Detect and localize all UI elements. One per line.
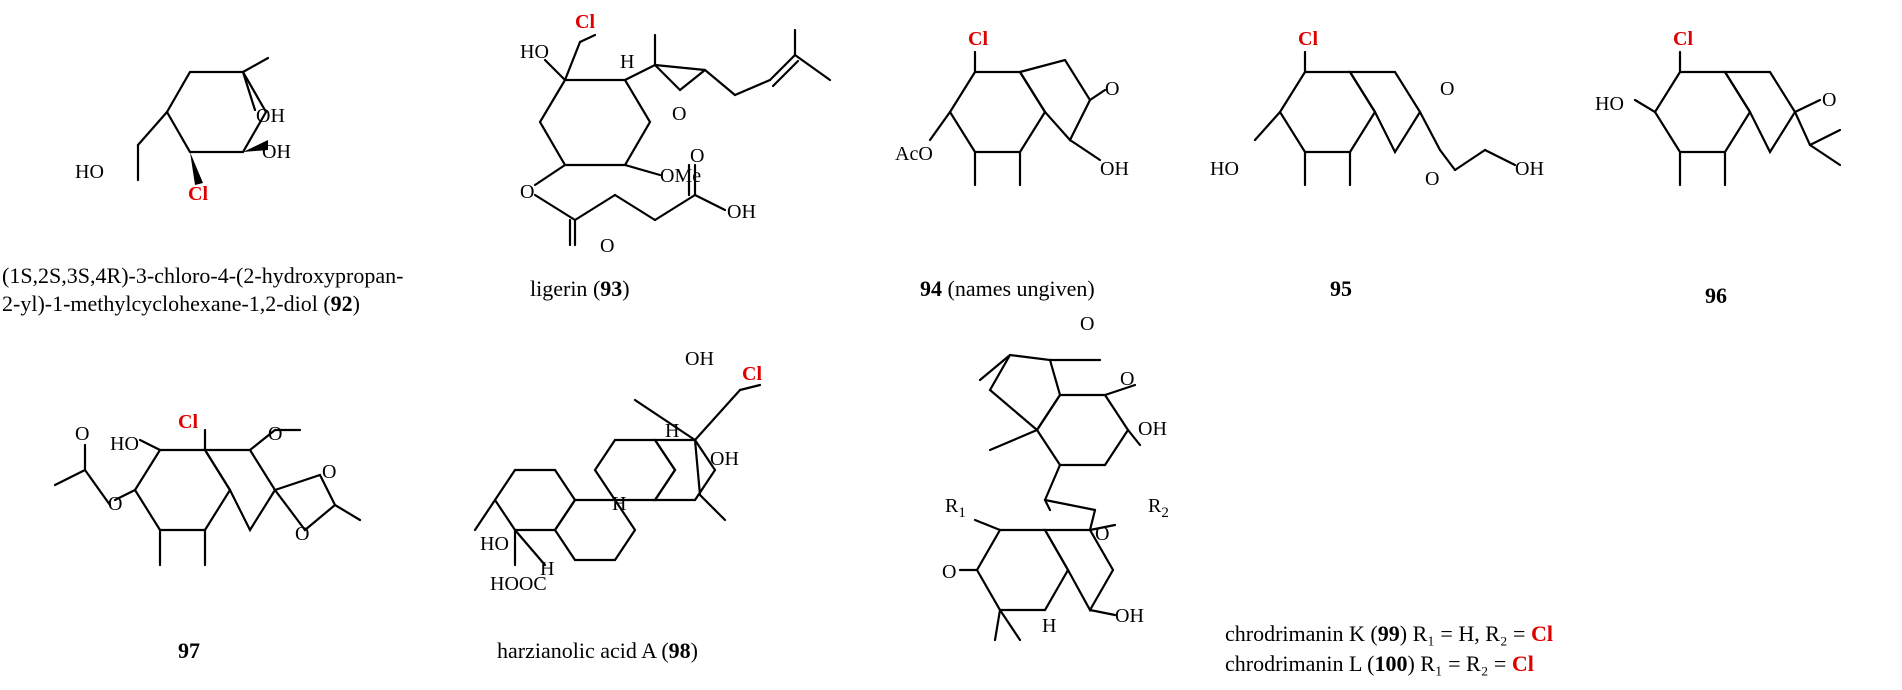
atom-cl: Cl	[188, 183, 208, 205]
atom-oh: OH	[1515, 158, 1544, 180]
substituents: R₁ = R₂ =	[1420, 651, 1512, 676]
caption-92-line2: 2-yl)-1-methylcyclohexane-1,2-diol (92)	[2, 291, 360, 316]
atom-oh: OH	[1100, 158, 1129, 180]
atom-ho: HO	[480, 533, 509, 555]
caption-99: chrodrimanin K (99) R₁ = H, R₂ = Cl	[1225, 621, 1553, 646]
structure-92	[136, 56, 270, 185]
atom-o: O	[75, 423, 89, 445]
atom-cl: Cl	[178, 411, 198, 433]
structure-98	[473, 383, 762, 567]
atom-h: H	[1042, 615, 1056, 637]
structure-97	[53, 428, 362, 567]
atom-ho: HO	[1210, 158, 1239, 180]
structure-96	[1633, 50, 1842, 187]
atom-h: H	[612, 493, 626, 515]
atom-cl: Cl	[575, 11, 595, 33]
compound-number: 92	[330, 291, 353, 316]
atom-cl: Cl	[742, 363, 762, 385]
caption-95: 95	[1330, 275, 1352, 303]
caption-97: 97	[178, 637, 200, 665]
atom-ho: HO	[1595, 93, 1624, 115]
compound-name: ligerin	[530, 276, 588, 301]
atom-o: O	[600, 235, 614, 257]
atom-ome: OMe	[660, 165, 701, 187]
atom-aco: AcO	[895, 143, 933, 165]
compound-name: harzianolic acid A	[497, 638, 656, 663]
atom-oh: OH	[727, 201, 756, 223]
atom-h: H	[665, 420, 679, 442]
atom-cl: Cl	[1673, 28, 1693, 50]
atom-o: O	[322, 461, 336, 483]
atom-o: O	[1095, 523, 1109, 545]
compound-number: 94	[920, 276, 942, 301]
caption-98: harzianolic acid A (98)	[497, 638, 698, 663]
structure-94	[928, 50, 1107, 187]
compound-number: 96	[1705, 283, 1727, 308]
atom-o: O	[1105, 78, 1119, 100]
atom-h: H	[540, 558, 554, 580]
compound-name: chrodrimanin L	[1225, 651, 1362, 676]
caption-94: 94 (names ungiven)	[920, 275, 1095, 303]
caption-96: 96	[1705, 282, 1727, 310]
chlorine-label: Cl	[1511, 651, 1534, 676]
structure-99-100	[958, 353, 1142, 642]
atom-h: H	[620, 51, 634, 73]
structure-95	[1253, 50, 1517, 187]
compound-number: 100	[1374, 651, 1408, 676]
atom-o: O	[520, 181, 534, 203]
atom-r1: R1	[945, 495, 966, 521]
atom-ho: HO	[110, 433, 139, 455]
atom-o: O	[1440, 78, 1454, 100]
atom-o: O	[942, 561, 956, 583]
compound-name: chrodrimanin K	[1225, 621, 1365, 646]
atom-ho: HO	[520, 41, 549, 63]
atom-o: O	[690, 145, 704, 167]
atom-oh: OH	[710, 448, 739, 470]
atom-oh: OH	[685, 348, 714, 370]
atom-o: O	[1120, 368, 1134, 390]
atom-oh: OH	[1115, 605, 1144, 627]
substituents: R₁ = H, R₂ =	[1412, 621, 1531, 646]
atom-cl: Cl	[1298, 28, 1318, 50]
compound-note: (names ungiven)	[947, 276, 1095, 301]
chlorine-label: Cl	[1530, 621, 1553, 646]
caption-92: (1S,2S,3S,4R)-3-chloro-4-(2-hydroxypropa…	[2, 262, 403, 318]
structure-93	[533, 28, 832, 247]
caption-92-line1: (1S,2S,3S,4R)-3-chloro-4-(2-hydroxypropa…	[2, 263, 404, 288]
atom-r2: R2	[1148, 495, 1169, 521]
compound-number: 97	[178, 638, 200, 663]
atom-o: O	[1080, 313, 1094, 335]
compound-number: 99	[1377, 621, 1400, 646]
atom-oh: OH	[262, 141, 291, 163]
caption-93: ligerin (93)	[530, 276, 630, 301]
atom-cl: Cl	[968, 28, 988, 50]
atom-o: O	[1822, 89, 1836, 111]
atom-oh: OH	[1138, 418, 1167, 440]
compound-number: 93	[600, 276, 623, 301]
compound-number: 98	[668, 638, 691, 663]
atom-o: O	[295, 523, 309, 545]
caption-100: chrodrimanin L (100) R₁ = R₂ = Cl	[1225, 651, 1534, 676]
atom-o: O	[108, 493, 122, 515]
atom-o: O	[672, 103, 686, 125]
atom-o: O	[1425, 168, 1439, 190]
atom-o: O	[268, 423, 282, 445]
atom-hooc: HOOC	[490, 573, 547, 595]
atom-ho: HO	[75, 161, 104, 183]
atom-oh: OH	[256, 105, 285, 127]
compound-number: 95	[1330, 276, 1352, 301]
